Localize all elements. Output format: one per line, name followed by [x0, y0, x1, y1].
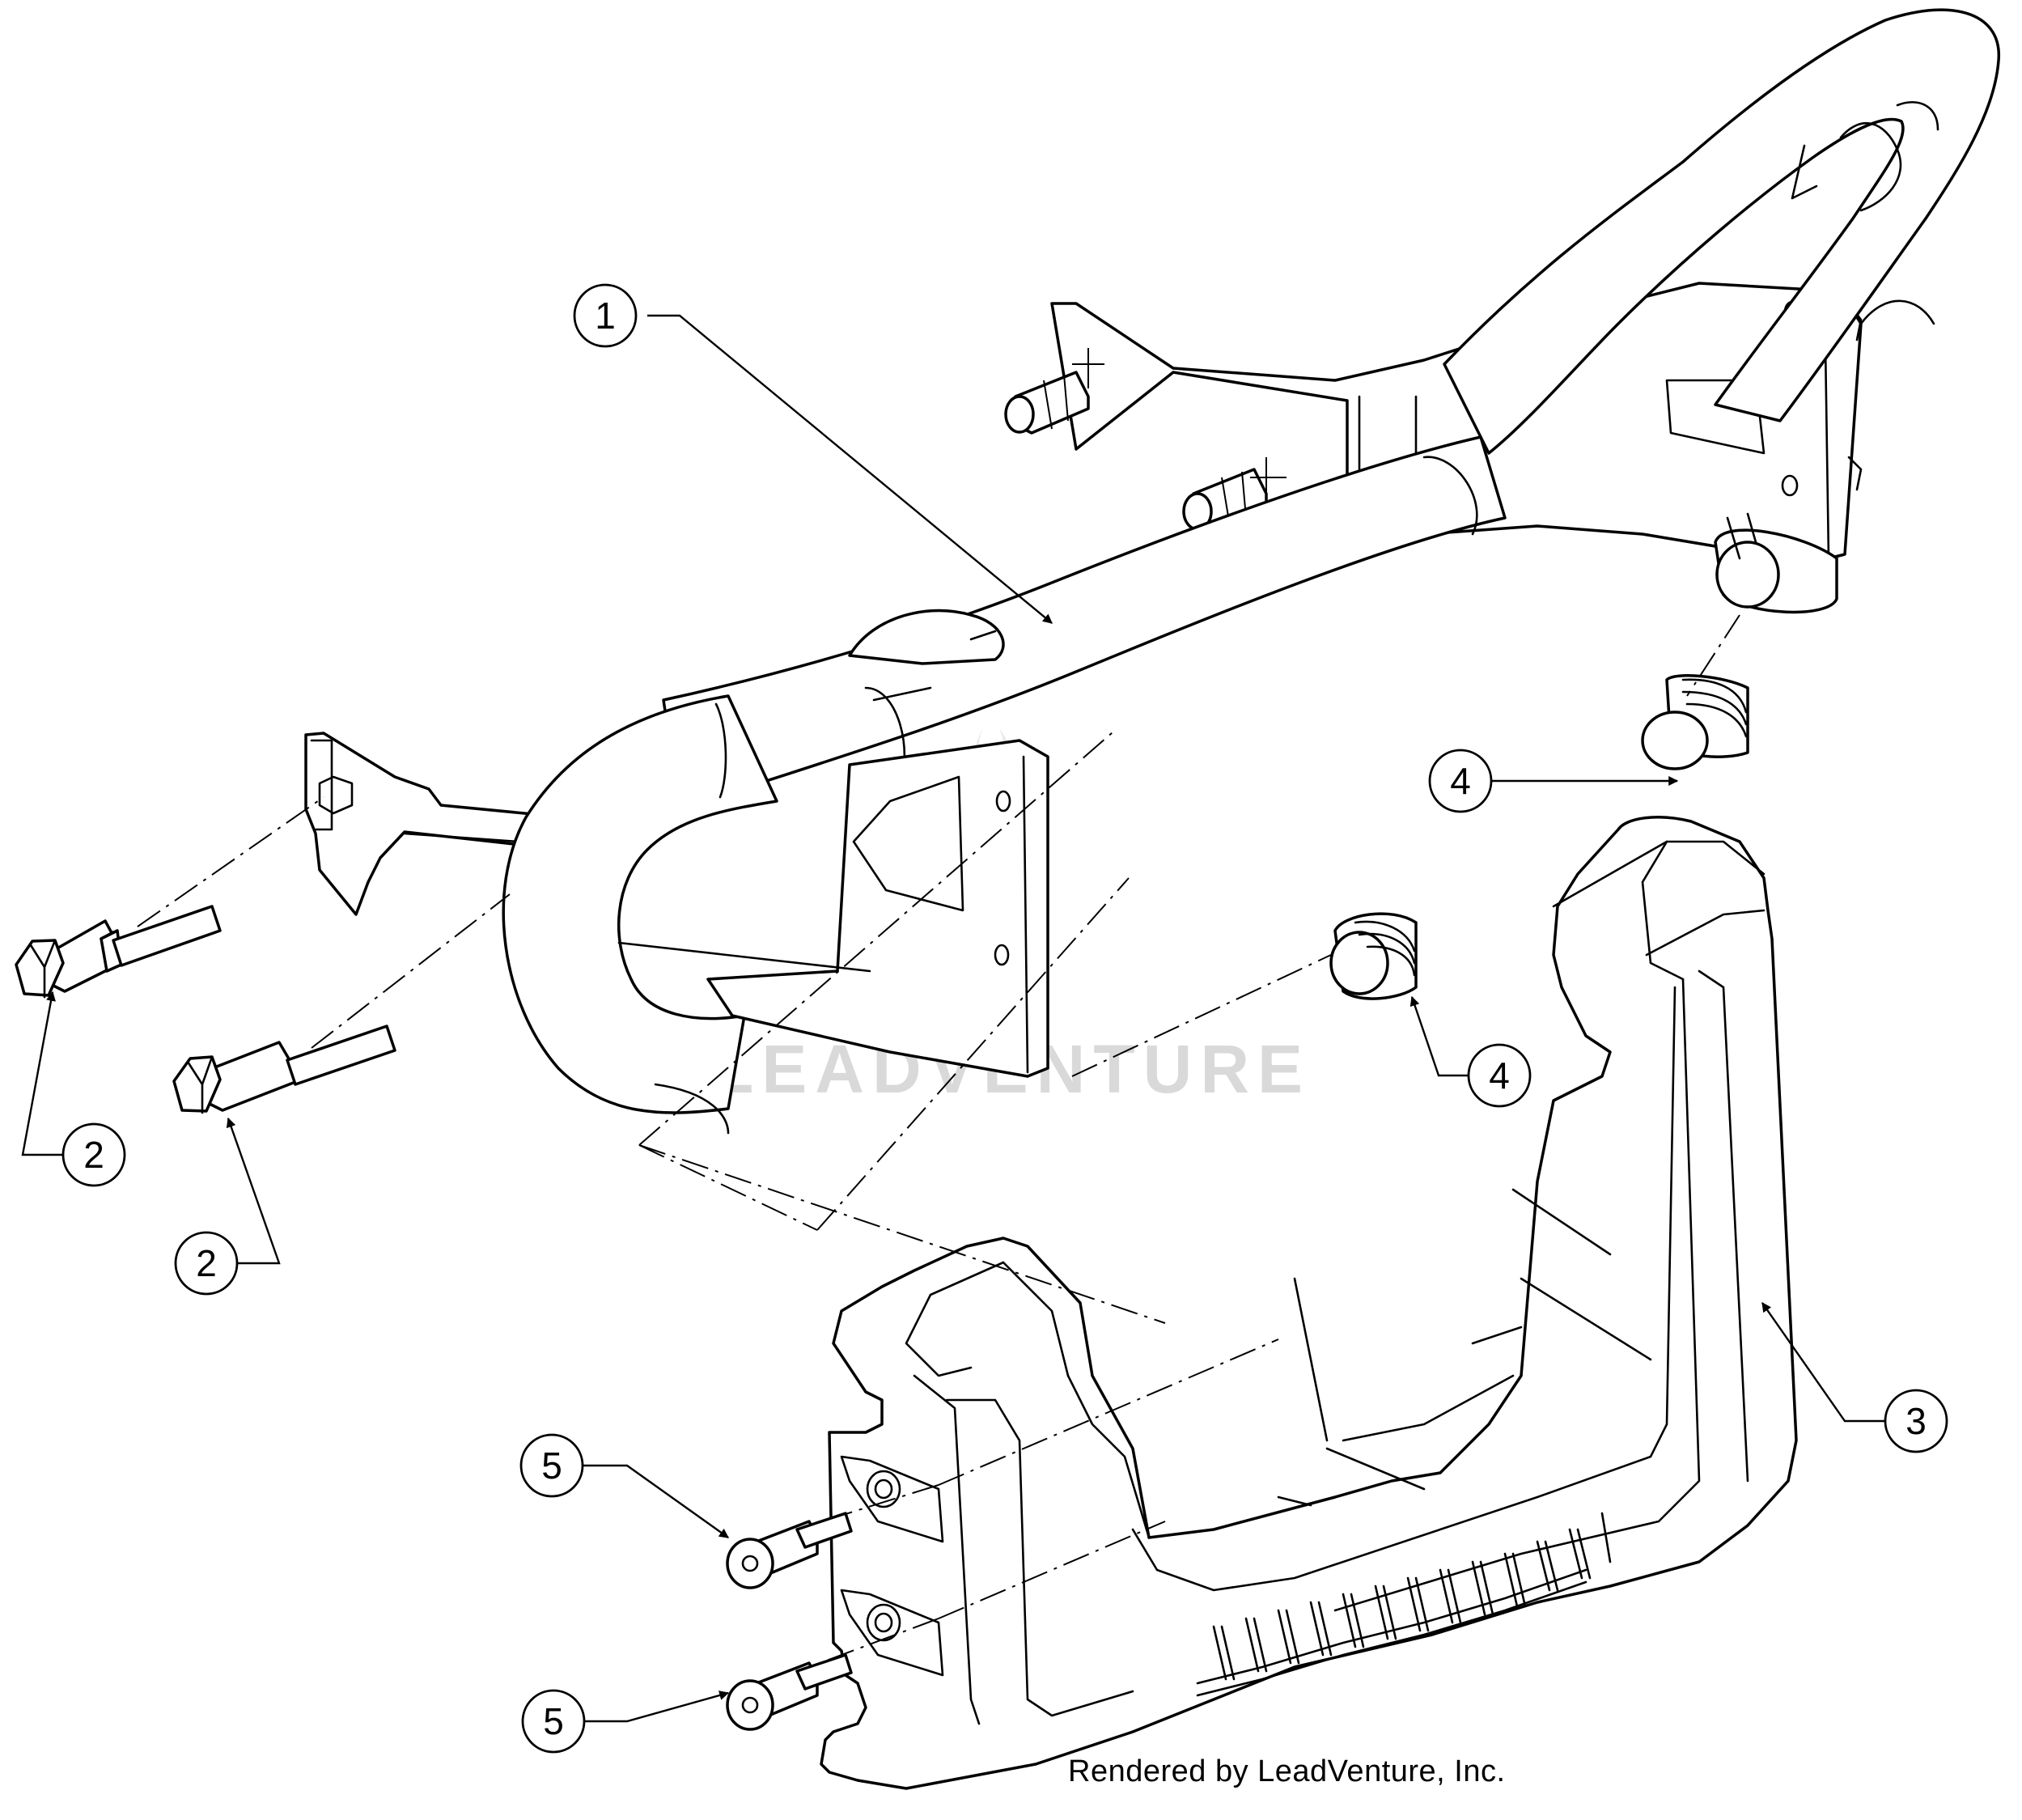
assembly-centerlines: [137, 614, 1740, 1668]
callout-4-right: 4: [1428, 749, 1679, 813]
shoulder-screw-lower: [726, 1653, 853, 1731]
render-credit: Rendered by LeadVenture, Inc.: [1068, 1754, 1506, 1788]
callout-5-lower: 5: [521, 1689, 730, 1754]
callout-3-label: 3: [1905, 1400, 1927, 1442]
flange-bolt-upper: [15, 905, 222, 999]
callout-2-upper-label: 2: [83, 1134, 104, 1176]
flange-bolt-lower: [172, 1025, 396, 1114]
tube-plug-right: [1641, 674, 1749, 770]
callout-2-lower-label: 2: [196, 1242, 217, 1284]
weld-nut-upper: [1004, 348, 1104, 435]
bumper-pad-mount-upper: [840, 1455, 944, 1543]
callout-4-left-label: 4: [1489, 1054, 1510, 1097]
bumper-pad: [820, 816, 1798, 1790]
callout-2-upper: 2: [21, 991, 126, 1187]
callout-5-upper-label: 5: [541, 1445, 562, 1487]
bumper-pad-ribs: [1196, 1512, 1612, 1697]
callout-5-upper: 5: [519, 1433, 729, 1538]
callout-1-label: 1: [595, 295, 616, 337]
callout-3: 3: [1761, 1302, 1948, 1453]
callout-4-right-label: 4: [1450, 760, 1471, 802]
weld-nut-lower: [1182, 457, 1287, 532]
callout-1: 1: [573, 283, 1053, 624]
callout-5-lower-label: 5: [543, 1700, 564, 1742]
bumper-pad-mount-lower: [840, 1589, 944, 1677]
shoulder-screw-upper: [726, 1512, 853, 1589]
callout-4-left: 4: [1409, 995, 1532, 1108]
bumper-frame: [304, 8, 2000, 1135]
tube-plug-left: [1329, 912, 1418, 1000]
callout-2-lower: 2: [174, 1117, 281, 1296]
